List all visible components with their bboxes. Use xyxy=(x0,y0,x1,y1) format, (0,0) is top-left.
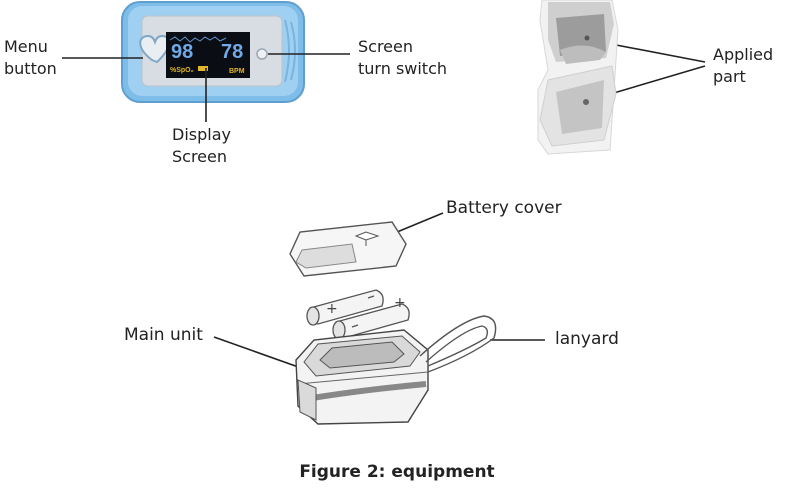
pulse-unit: BPM xyxy=(229,68,245,75)
lanyard xyxy=(419,315,497,373)
svg-text:+: + xyxy=(326,301,338,317)
main-unit xyxy=(295,329,429,425)
applied-part-view xyxy=(537,0,619,155)
label-main-unit: Main unit xyxy=(124,325,203,345)
label-battery-cover: Battery cover xyxy=(446,198,562,218)
svg-text:+: + xyxy=(394,295,406,311)
batteries: + + xyxy=(306,289,410,340)
label-menu-button: Menu button xyxy=(4,37,57,78)
screen-switch-icon xyxy=(256,48,268,60)
pulse-value: 78 xyxy=(221,41,243,63)
display-screen xyxy=(166,32,250,78)
spo2-unit: %SpO₂ xyxy=(170,67,194,74)
label-applied-part: Applied part xyxy=(713,45,774,86)
battery-cover xyxy=(289,221,407,277)
spo2-value: 98 xyxy=(171,41,193,63)
figure-caption: Figure 2: equipment xyxy=(299,462,495,482)
label-lanyard: lanyard xyxy=(555,329,619,349)
oximeter-front xyxy=(121,1,305,103)
label-display-screen: Display Screen xyxy=(172,125,231,166)
label-screen-switch: Screen turn switch xyxy=(358,37,448,78)
